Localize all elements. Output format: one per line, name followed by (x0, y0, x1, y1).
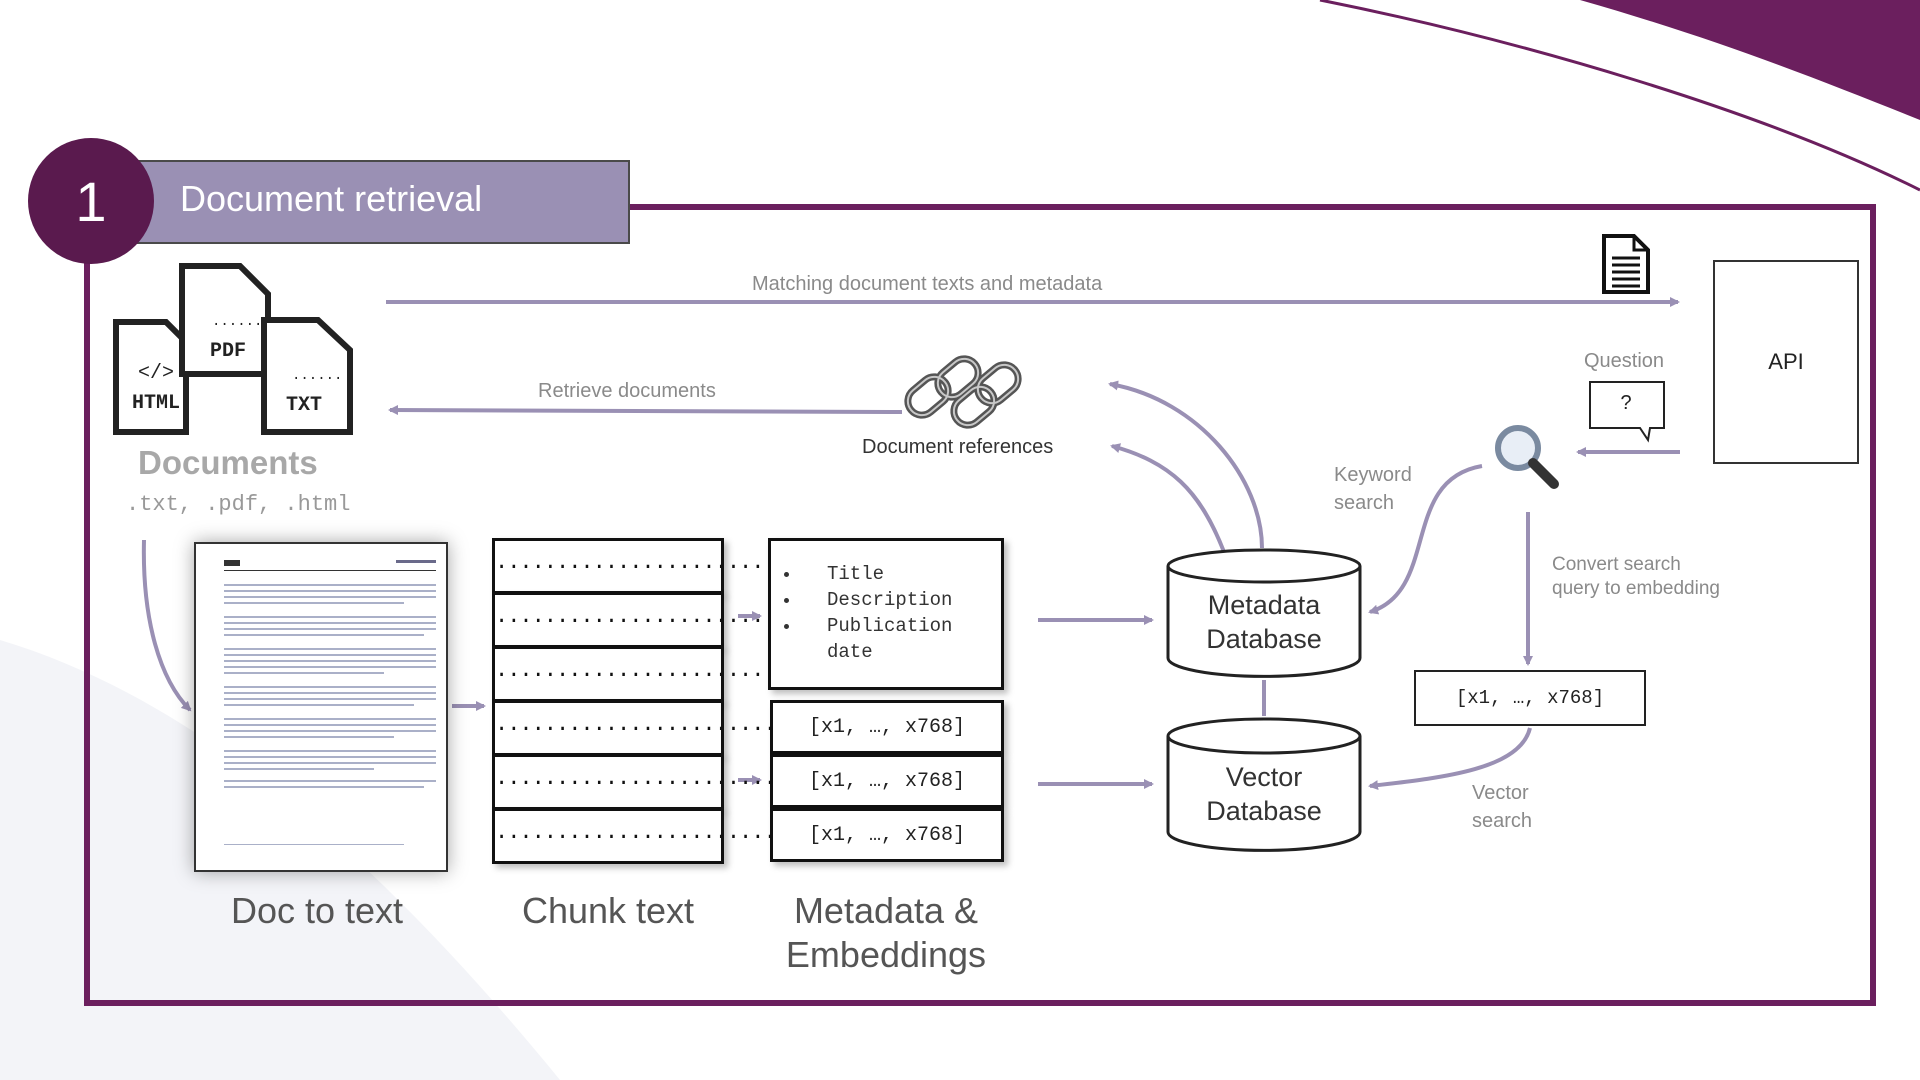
arrow-docs-to-text (141, 539, 192, 712)
metadata-field-description: Description (801, 587, 1001, 613)
chunk-box-5: ............................... (492, 754, 874, 810)
document-files-icon (113, 263, 353, 435)
metadata-db-line2: Database (1206, 624, 1322, 654)
arrow-vector-search (1368, 727, 1532, 791)
txt-label: TXT (286, 394, 323, 417)
section-frame (84, 204, 1876, 1006)
convert-label-2: query to embedding (1552, 578, 1720, 599)
chunk-box-1: ............................... (492, 538, 874, 594)
vector-database-cylinder (1166, 717, 1362, 852)
txt-file-icon (261, 317, 353, 435)
chunk-dots: ............................... (495, 604, 874, 629)
step-number-badge: 1 (28, 138, 154, 264)
metadata-field-title: Title (801, 561, 1001, 587)
question-label: Question (1584, 350, 1665, 372)
vector-db-line2: Database (1206, 796, 1322, 826)
chunk-box-6: ............................... (492, 808, 874, 864)
arrow-retrieve-documents (388, 405, 903, 416)
txt-dots: ...... (292, 368, 343, 384)
chunk-box-4: ............................... (492, 700, 874, 756)
stage-metadata-line1: Metadata & (793, 890, 979, 931)
arrow-keyword-search (1368, 464, 1483, 615)
chunk-dots: ............................... (495, 820, 874, 845)
vector-search-label-1: Vector (1472, 782, 1529, 804)
keyword-search-label-2: search (1334, 492, 1395, 514)
question-mark: ? (1620, 392, 1632, 414)
vector-search-label-2: search (1472, 810, 1533, 832)
arrow-db-to-refs-1 (1108, 380, 1264, 549)
html-label: HTML (132, 392, 181, 415)
chunk-dots: ............................... (495, 766, 874, 791)
keyword-search-label-1: Keyword (1334, 464, 1412, 486)
stage-doc-to-text: Doc to text (230, 890, 404, 931)
chunk-dots: ............................... (495, 550, 874, 575)
chunk-dots: ............................... (495, 712, 874, 737)
convert-label-1: Convert search (1552, 554, 1681, 575)
matching-texts-label: Matching document texts and metadata (752, 273, 1103, 295)
embedding-box-1: [x1, …, x768] (770, 700, 1004, 754)
chunk-box-2: ............................... (492, 592, 874, 648)
metadata-db-line1: Metadata (1207, 590, 1321, 620)
document-page-thumbnail (194, 542, 448, 872)
arrow-db-to-refs-2 (1110, 443, 1226, 553)
metadata-database-cylinder (1166, 548, 1362, 678)
document-references-label: Document references (862, 436, 1054, 458)
chain-link-icon (904, 355, 1022, 429)
metadata-fields-box: Title Description Publication date (768, 538, 1004, 690)
stage-chunk-text: Chunk text (521, 890, 695, 931)
retrieve-documents-label: Retrieve documents (538, 380, 716, 402)
embedding-box-2: [x1, …, x768] (770, 754, 1004, 808)
html-glyph: </> (138, 362, 175, 385)
metadata-field-publication-date: Publication date (801, 613, 1001, 665)
chunk-box-3: ............................... (492, 646, 874, 702)
stage-metadata-line2: Embeddings (785, 934, 987, 975)
step-title-bar (110, 160, 630, 244)
api-label: API (1768, 349, 1804, 374)
pdf-label: PDF (210, 340, 247, 363)
vector-db-line1: Vector (1225, 762, 1303, 792)
chunk-dots: ............................... (495, 658, 874, 683)
speech-bubble-icon (1589, 381, 1665, 443)
documents-extensions: .txt, .pdf, .html (126, 492, 351, 517)
magnifier-icon (1495, 425, 1559, 489)
embedding-box-3: [x1, …, x768] (770, 808, 1004, 862)
document-icon (1602, 234, 1650, 294)
pdf-dots: ...... (212, 314, 263, 330)
html-file-icon (113, 319, 189, 435)
query-embedding-box: [x1, …, x768] (1414, 670, 1646, 726)
documents-title: Documents (138, 444, 318, 481)
step-title: Document retrieval (180, 178, 483, 219)
api-box: API (1713, 260, 1859, 464)
